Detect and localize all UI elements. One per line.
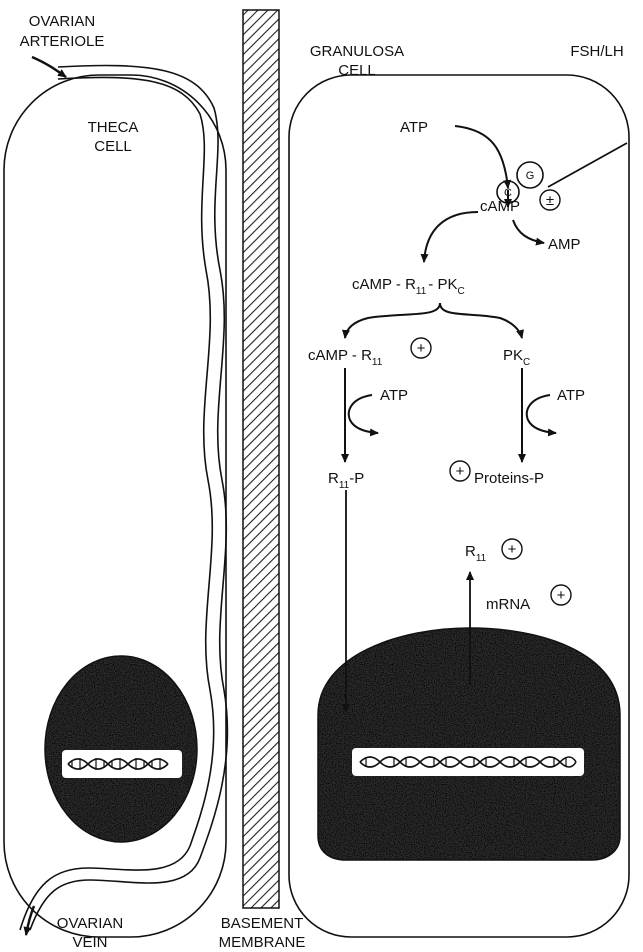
atp-left-label: ATP [380,387,408,404]
basement-membrane-label: BASEMENT [221,915,304,932]
r11-p-label: R11-P [328,470,364,491]
camp-r11-pkc-complex-label: cAMP - R11- PKC [352,276,465,297]
camp-to-amp-arrow [513,220,544,243]
mrna-plus-sign: + [557,587,566,604]
atp-right-consumption-arrow [527,395,556,433]
proteins-plus-sign: + [456,463,465,480]
complex-to-pkc-arrow [440,303,522,338]
ovarian-vein-label: OVARIAN [57,915,123,932]
theca-cell-label: THECA [88,119,139,136]
ovarian-vein-label-2: VEIN [72,934,107,951]
theca-cell-label-2: CELL [94,138,132,155]
proteins-p-label: Proteins-P [474,470,544,487]
camp-plus-minus-sign: ± [546,192,554,209]
atp-to-camp-arrow [455,126,508,188]
camp-r11-plus-sign: + [417,340,426,357]
granulosa-cell-label: GRANULOSA [310,43,404,60]
mrna-label: mRNA [486,596,530,613]
ovarian-arteriole-label-2: ARTERIOLE [20,33,105,50]
complex-to-camp-r11-arrow [345,303,440,338]
atp-top-label: ATP [400,119,428,136]
camp-to-complex-arrow [424,212,478,262]
basement-membrane [243,10,279,908]
atp-left-consumption-arrow [349,395,378,433]
pkc-label: PKC [503,347,530,368]
fsh-lh-ligand-line [548,143,627,187]
camp-label: cAMP [480,198,520,215]
amp-label: AMP [548,236,581,253]
fsh-lh-label: FSH/LH [570,43,623,60]
atp-right-label: ATP [557,387,585,404]
basement-membrane-label-2: MEMBRANE [219,934,306,951]
granulosa-cell-label-2: CELL [338,62,376,79]
r11-label: R11 [465,543,487,564]
receptor-g-label: G [526,170,535,182]
ovarian-arteriole-label: OVARIAN [29,13,95,30]
r11-plus-sign: + [508,541,517,558]
camp-r11-label: cAMP - R11 [308,347,383,368]
